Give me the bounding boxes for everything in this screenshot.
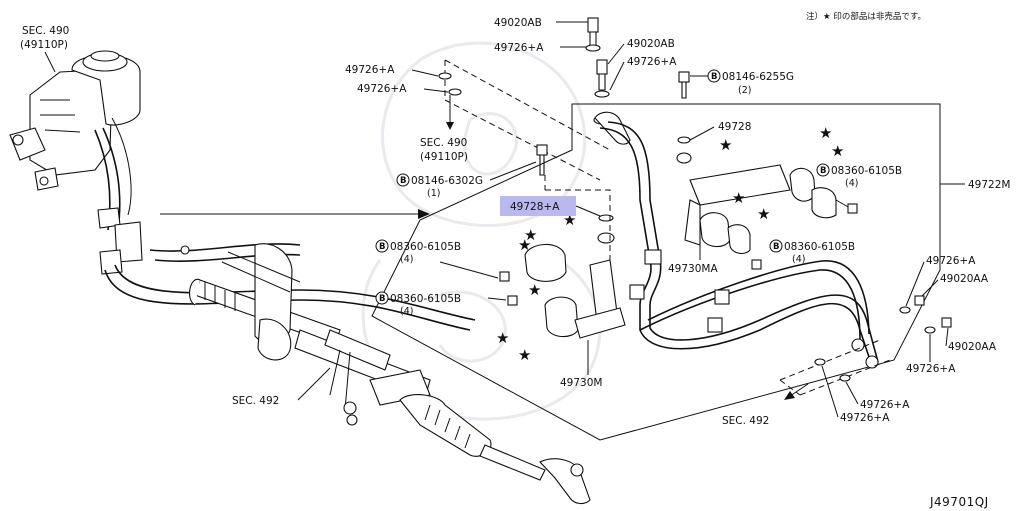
star-icon: ★ [518,346,531,364]
label-08360-6105B-left1: 08360-6105B [390,241,461,253]
sec492-left-label: SEC. 492 [232,395,279,407]
label-49726A-6: 49726+A [906,363,956,375]
label-49730MA: 49730MA [668,263,718,275]
bolt-b-marker: B [400,176,406,186]
non-sale-stars: ★ ★ ★ ★ ★ ★ ★ ★ ★ ★ ★ [496,124,844,364]
label-08146-6302G: 08146-6302G [411,175,483,187]
label-08360-6105B-left2-qty: (4) [400,306,413,317]
bolt-08146-6302G [536,144,548,176]
highlight-box [500,196,576,216]
label-sec490-mid: SEC. 490 [420,137,467,149]
label-49726A-3: 49726+A [345,64,395,76]
label-49726A-5: 49726+A [926,255,976,267]
non-sale-note: 注）★ 印の部品は非売品です。 [806,11,926,22]
label-49730M: 49730M [560,377,602,389]
label-49020AA-2: 49020AA [948,341,997,353]
label-sec492-right: SEC. 492 [722,415,769,427]
star-icon: ★ [528,281,541,299]
star-icon: ★ [732,189,745,207]
steering-rack [104,243,591,505]
label-49722M: 49722M [968,179,1010,191]
label-08360-6105B-left2: 08360-6105B [390,293,461,305]
hose-assembly-outline [371,103,941,441]
arrow-to-rack [160,209,430,219]
star-icon: ★ [819,124,832,142]
label-08146-6255G: 08146-6255G [722,71,794,83]
part-labels: 49020AB 49726+A 49020AB 49726+A 49726+A … [345,17,1010,427]
top-fittings [438,17,631,145]
star-icon: ★ [719,136,732,154]
star-icon: ★ [518,236,531,254]
label-08360-6105B-left1-qty: (4) [400,254,413,265]
bolt-b-marker: B [773,242,779,252]
sec490-top-sub: (49110P) [20,39,68,51]
label-08146-6255G-qty: (2) [738,85,751,96]
bolt-b-marker: B [711,72,717,82]
label-49726A-1: 49726+A [494,42,544,54]
label-08360-6105B-mid-qty: (4) [792,254,805,265]
label-49726A-2: 49726+A [627,56,677,68]
clamp-49730MA [676,136,858,270]
star-icon: ★ [831,142,844,160]
bolt-b-marker: B [379,294,385,304]
label-08360-6105B-right: 08360-6105B [831,165,902,177]
bolt-08146-6255G [678,71,690,99]
label-49726A-8: 49726+A [840,412,890,424]
sec490-top-label: SEC. 490 [22,25,69,37]
diagram-code: J49701QJ [929,495,989,509]
label-49020AA-1: 49020AA [940,273,989,285]
label-49726A-4: 49726+A [357,83,407,95]
label-08146-6302G-qty: (1) [427,188,440,199]
label-49728: 49728 [718,121,751,133]
clamp-49730M [499,175,626,339]
watermark [361,41,602,421]
label-08360-6105B-mid: 08360-6105B [784,241,855,253]
label-08360-6105B-right-qty: (4) [845,178,858,189]
bottom-right-dashed [779,295,952,400]
star-icon: ★ [496,329,509,347]
brake-reservoir-assembly [9,50,143,275]
star-icon: ★ [524,226,537,244]
label-49726A-7: 49726+A [860,399,910,411]
label-sec490-mid-sub: (49110P) [420,151,468,163]
bolt-b-marker: B [379,242,385,252]
bolt-b-marker: B [820,166,826,176]
label-49020AB-1: 49020AB [494,17,542,29]
top-bolt-dashed-box [444,59,611,181]
label-49020AB-2: 49020AB [627,38,675,50]
pressure-hose [599,121,879,369]
star-icon: ★ [757,205,770,223]
label-49728A-highlighted[interactable]: 49728+A [510,201,560,213]
